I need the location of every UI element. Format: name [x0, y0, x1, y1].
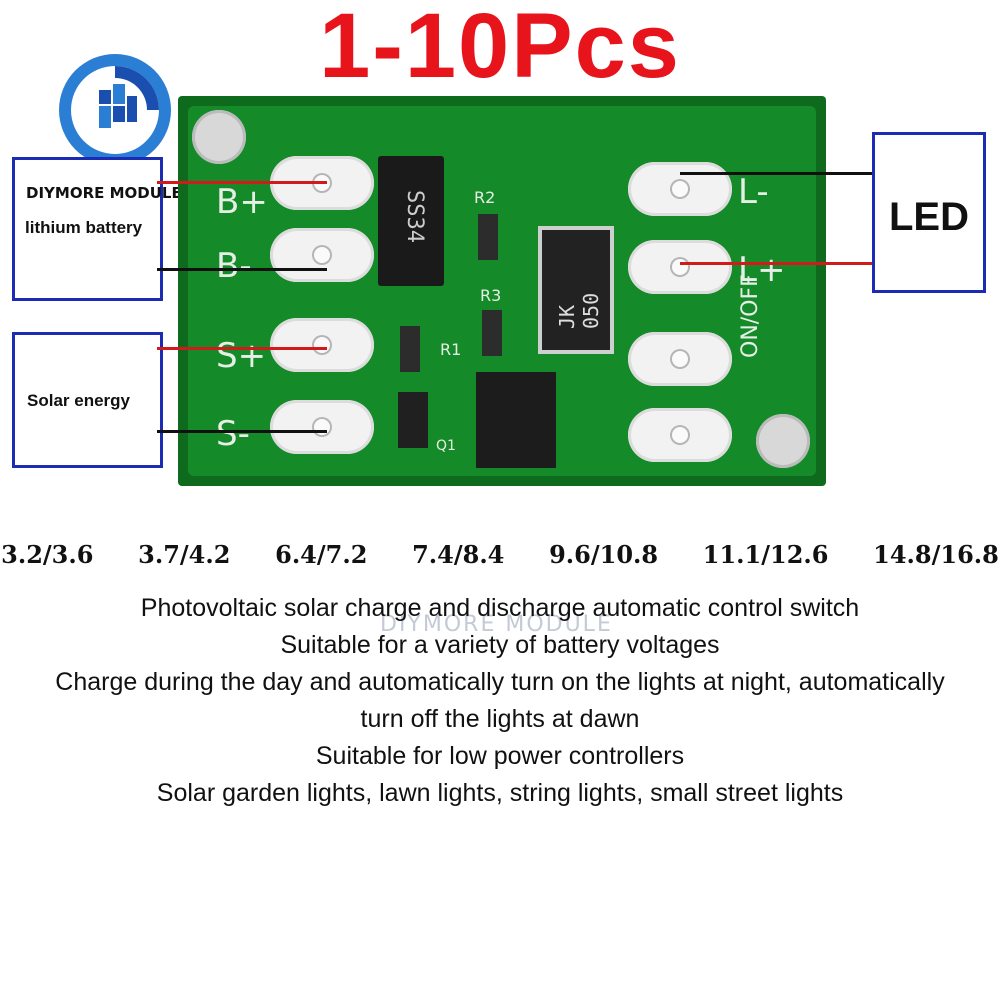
pad-hole [670, 425, 690, 445]
mounting-hole [192, 110, 246, 164]
r1-label: R1 [440, 340, 462, 359]
sense-resistor: JK 050 [538, 226, 614, 354]
pad-hole [312, 417, 332, 437]
pad-l-minus [628, 162, 732, 216]
pad-switch-1 [628, 332, 732, 386]
pad-hole [670, 349, 690, 369]
description-line: Suitable for a variety of battery voltag… [280, 631, 720, 659]
description-line: Photovoltaic solar charge and discharge … [140, 594, 860, 622]
diode-ss34: SS34 [378, 156, 444, 286]
resistor-r1 [400, 326, 420, 372]
wire-led-plus [680, 262, 872, 265]
ic-sot89 [476, 372, 556, 468]
resistor-r3 [482, 310, 502, 356]
pin-label-l-plus: L+ [738, 250, 786, 290]
resistor-r2 [478, 214, 498, 260]
pad-b-minus [270, 228, 374, 282]
q1-label: Q1 [436, 438, 456, 454]
r3-label: R3 [480, 286, 502, 305]
r2-label: R2 [474, 188, 496, 207]
pcb-board: B+ B- S+ S- L- L+ ON/OFF SS34 JK 050 R2 … [178, 96, 826, 486]
led-label: LED [889, 195, 969, 239]
wire-solar-minus [157, 430, 327, 433]
solar-label: Solar energy [27, 391, 130, 410]
resistor-label: JK 050 [555, 292, 603, 329]
pad-l-plus [628, 240, 732, 294]
description-line: Suitable for low power controllers [315, 742, 685, 770]
wire-solar-plus [157, 347, 327, 350]
pad-s-minus [270, 400, 374, 454]
description-line: Charge during the day and automatically … [55, 668, 945, 696]
solar-box: Solar energy [12, 332, 163, 468]
brand-logo-icon [59, 54, 171, 166]
description-line: Solar garden lights, lawn lights, string… [156, 779, 844, 807]
description-line: turn off the lights at dawn [360, 705, 640, 733]
watermark: DIYMORE MODULE [380, 612, 613, 637]
pad-switch-2 [628, 408, 732, 462]
wire-battery-plus [157, 181, 327, 184]
pin-label-s-plus: S+ [216, 336, 267, 376]
pad-hole [670, 179, 690, 199]
pad-hole [312, 245, 332, 265]
transistor-q1 [398, 392, 428, 448]
wire-battery-minus [157, 268, 327, 271]
pad-hole [670, 257, 690, 277]
pin-label-b-minus: B- [216, 246, 252, 286]
brand-name: DIYMORE MODULE [26, 184, 182, 202]
wire-led-minus [680, 172, 872, 175]
pin-label-s-minus: S- [216, 414, 250, 454]
voltage-list: 3.2/3.6 3.7/4.2 6.4/7.2 7.4/8.4 9.6/10.8… [1, 540, 999, 569]
switch-label: ON/OFF [738, 274, 763, 358]
battery-label: lithium battery [25, 218, 143, 237]
pin-label-l-minus: L- [738, 172, 769, 212]
led-box: LED [872, 132, 986, 293]
pad-s-plus [270, 318, 374, 372]
pin-label-b-plus: B+ [216, 182, 268, 222]
battery-box: lithium battery [12, 157, 163, 301]
page-title: 1-10Pcs [319, 0, 681, 97]
pad-hole [312, 335, 332, 355]
mounting-hole [756, 414, 810, 468]
diode-label: SS34 [401, 190, 427, 243]
